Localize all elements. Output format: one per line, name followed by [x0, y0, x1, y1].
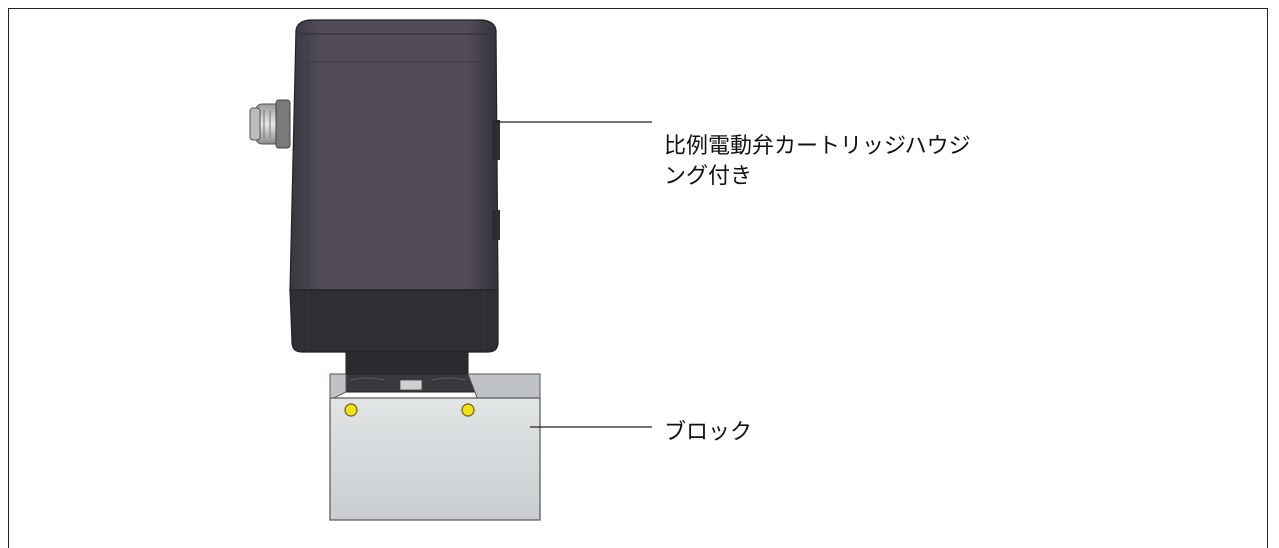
manifold-block: [329, 373, 541, 521]
callout-housing: 比例電動弁カートリッジハウジ ング付き: [664, 134, 971, 189]
screw-left: [344, 403, 358, 417]
electrical-connector: [249, 99, 291, 149]
screw-right: [461, 403, 475, 417]
valve-assembly-illustration: [249, 19, 652, 521]
valve-nut: [335, 351, 479, 393]
callout-block: ブロック: [664, 420, 753, 445]
figure-frame: [8, 8, 1268, 548]
cartridge-housing: [289, 19, 500, 353]
